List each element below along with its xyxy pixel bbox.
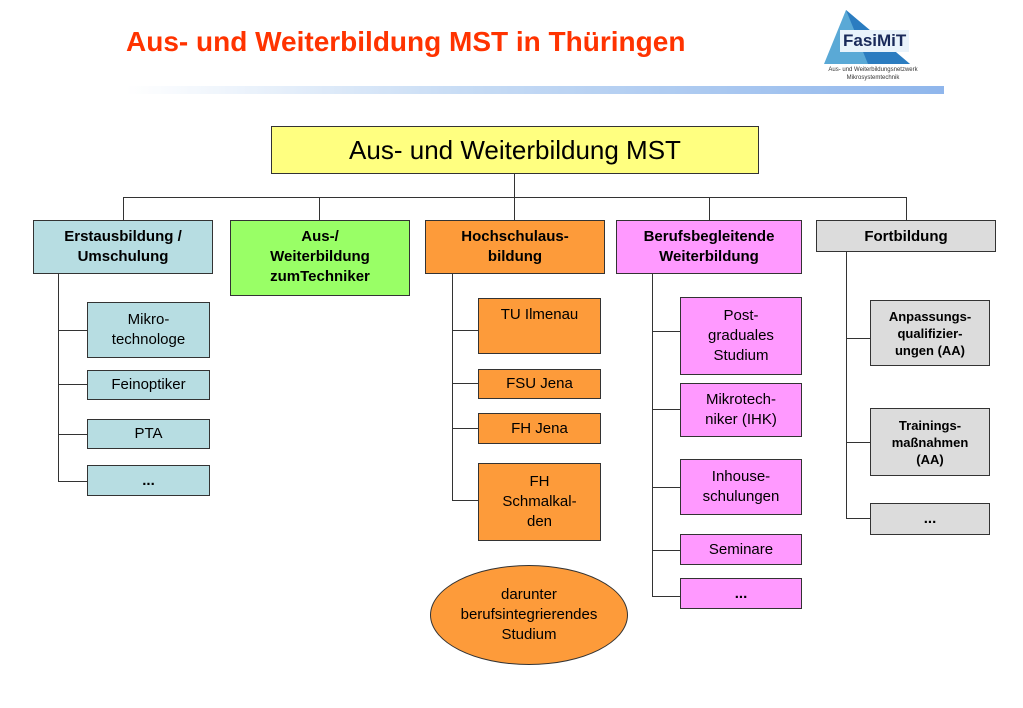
category-fortbildung: Fortbildung <box>816 220 996 252</box>
item-anpassungsqualifizierungen: Anpassungs- qualifizier- ungen (AA) <box>870 300 990 366</box>
item-mikrotechniker-ihk: Mikrotech- niker (IHK) <box>680 383 802 437</box>
category-techniker: Aus-/ Weiterbildung zumTechniker <box>230 220 410 296</box>
col1-branch <box>58 330 87 331</box>
col3-branch <box>452 428 478 429</box>
item-feinoptiker: Feinoptiker <box>87 370 210 400</box>
col5-branch <box>846 442 870 443</box>
col4-branch <box>652 409 680 410</box>
item-seminare: Seminare <box>680 534 802 565</box>
col3-branch <box>452 500 478 501</box>
col2-drop <box>319 197 320 220</box>
col3-branch <box>452 383 478 384</box>
item-more-fortbildung: ... <box>870 503 990 535</box>
item-postgraduales-studium: Post- graduales Studium <box>680 297 802 375</box>
item-fsu-jena: FSU Jena <box>478 369 601 399</box>
col5-branch <box>846 338 870 339</box>
col4-tree-line <box>652 274 653 596</box>
col5-tree-line <box>846 252 847 518</box>
logo-subtitle-1: Aus- und Weiterbildungsnetzwerk <box>828 67 918 73</box>
root-node: Aus- und Weiterbildung MST <box>271 126 759 174</box>
item-tu-ilmenau: TU Ilmenau <box>478 298 601 354</box>
category-erstausbildung: Erstausbildung / Umschulung <box>33 220 213 274</box>
item-fh-jena: FH Jena <box>478 413 601 444</box>
item-inhouse-schulungen: Inhouse- schulungen <box>680 459 802 515</box>
col3-tree-line <box>452 274 453 500</box>
col4-drop <box>709 197 710 220</box>
item-fh-schmalkalden: FH Schmalkal- den <box>478 463 601 541</box>
item-mikrotechnologe: Mikro- technologe <box>87 302 210 358</box>
col1-branch <box>58 434 87 435</box>
item-more-berufsbegleitend: ... <box>680 578 802 609</box>
col1-branch <box>58 481 87 482</box>
col4-branch <box>652 487 680 488</box>
col4-branch <box>652 331 680 332</box>
col1-tree-line <box>58 274 59 482</box>
col1-branch <box>58 384 87 385</box>
logo-name: FasiMiT <box>840 30 910 52</box>
col5-drop <box>906 197 907 220</box>
col3-branch <box>452 330 478 331</box>
item-trainingsmassnahmen: Trainings- maßnahmen (AA) <box>870 408 990 476</box>
item-more-erstausbildung: ... <box>87 465 210 496</box>
page-title: Aus- und Weiterbildung MST in Thüringen <box>126 26 686 57</box>
col5-branch <box>846 518 870 519</box>
fasimit-logo: FasiMiT Aus- und Weiterbildungsnetzwerk … <box>818 8 928 88</box>
category-hochschulausbildung: Hochschulaus- bildung <box>425 220 605 274</box>
col3-drop <box>514 197 515 220</box>
root-connector <box>514 174 515 197</box>
title-underline-bar <box>126 86 944 94</box>
col1-drop <box>123 197 124 220</box>
note-berufsintegrierendes-studium: darunter berufsintegrierendes Studium <box>430 565 628 665</box>
category-berufsbegleitend: Berufsbegleitende Weiterbildung <box>616 220 802 274</box>
logo-subtitle-2: Mikrosystemtechnik <box>846 75 900 81</box>
col4-branch <box>652 550 680 551</box>
item-pta: PTA <box>87 419 210 449</box>
col4-branch <box>652 596 680 597</box>
